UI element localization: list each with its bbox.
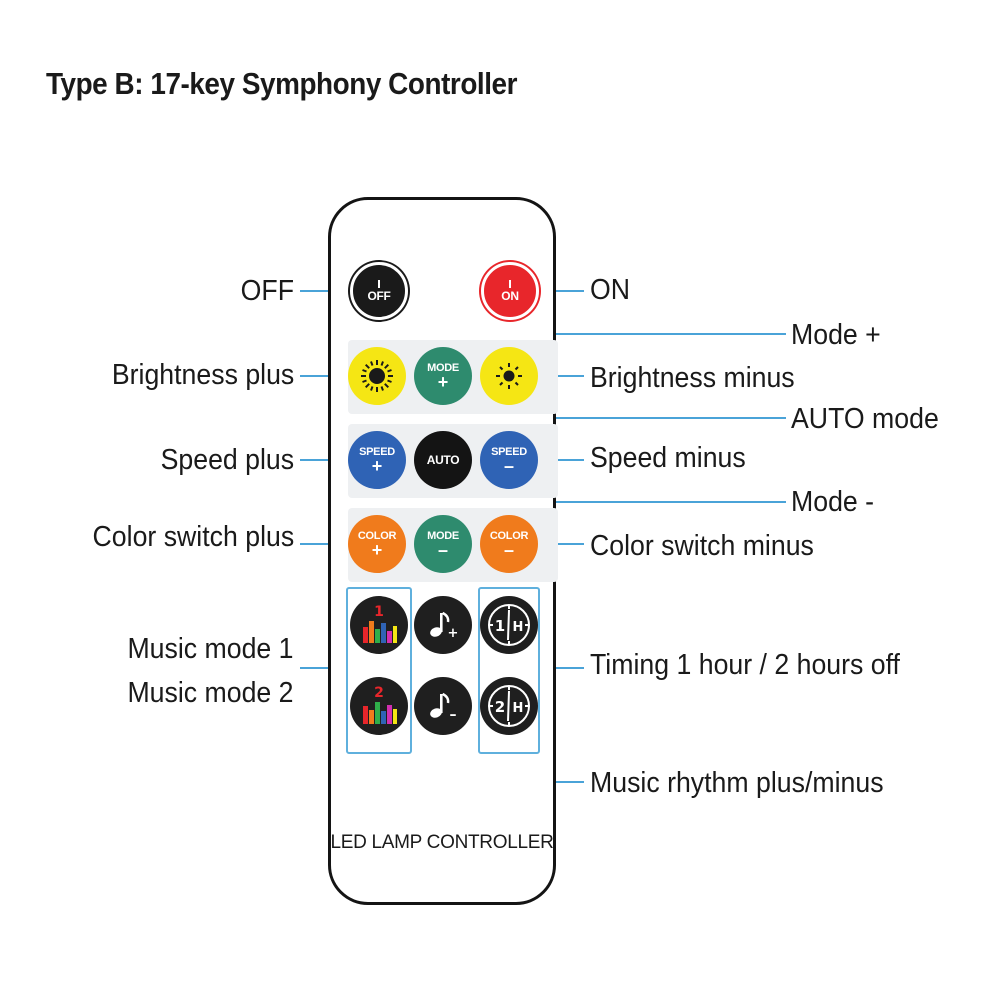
color-plus-sign: + [371,540,383,560]
timer1-number: 1 [495,617,505,635]
on-button[interactable]: ON [481,262,539,320]
speed-minus-button[interactable]: SPEED – [480,431,538,489]
timer1-h: H [513,620,524,635]
music1-number: 1 [374,604,384,620]
label-color-switch-minus: Color switch minus [590,530,814,562]
page-title: Type B: 17-key Symphony Controller [46,66,517,101]
mode-minus-sign: – [437,540,448,560]
label-music-mode-1: Music mode 1 [127,633,294,665]
auto-button[interactable]: AUTO [414,431,472,489]
on-button-label: ON [501,289,519,303]
sun-icon [361,360,393,392]
brightness-plus-button[interactable] [348,347,406,405]
music-mode-group [346,587,412,754]
music-note-icon: – [430,692,457,723]
label-speed-minus: Speed minus [590,442,746,474]
color-minus-sign: – [503,540,514,560]
auto-button-label: AUTO [426,453,460,467]
color-plus-button[interactable]: COLOR + [348,515,406,573]
off-button-label: OFF [367,289,391,303]
timer-2-hours-button[interactable]: 2 H [480,677,538,735]
rhythm-minus-sign: – [450,707,457,723]
speed-plus-top: SPEED [359,446,395,458]
color-minus-top: COLOR [489,530,529,542]
speed-plus-sign: + [371,456,383,476]
speed-minus-sign: – [503,456,514,476]
label-mode-minus: Mode - [791,486,875,518]
label-brightness-minus: Brightness minus [590,362,795,394]
remote-footer-label: LED LAMP CONTROLLER [330,832,554,853]
color-minus-button[interactable]: COLOR – [480,515,538,573]
mode-plus-top: MODE [427,362,459,374]
label-on: ON [590,274,631,306]
mode-minus-top: MODE [427,530,459,542]
label-timing: Timing 1 hour / 2 hours off [590,649,900,681]
mode-minus-button[interactable]: MODE – [414,515,472,573]
speed-minus-top: SPEED [491,446,527,458]
mode-plus-button[interactable]: MODE + [414,347,472,405]
music-note-icon: + [430,611,459,641]
mode-plus-sign: + [437,372,449,392]
label-speed-plus: Speed plus [160,444,294,476]
clock-icon: 1 H [488,604,530,646]
music-rhythm-plus-button[interactable]: + [414,596,472,654]
off-button[interactable]: OFF [350,262,408,320]
equalizer-icon: 1 [363,604,397,643]
label-mode-plus: Mode + [791,319,881,351]
label-music-mode-2: Music mode 2 [127,677,294,709]
color-plus-top: COLOR [357,530,397,542]
music-mode-1-button[interactable]: 1 [350,596,408,654]
clock-icon: 2 H [488,685,530,727]
sun-icon [496,363,522,389]
music2-number: 2 [374,685,384,701]
power-icon [378,280,380,288]
brightness-minus-button[interactable] [480,347,538,405]
timer-1-hour-button[interactable]: 1 H [480,596,538,654]
music-rhythm-minus-button[interactable]: – [414,677,472,735]
timer2-h: H [513,701,524,716]
label-brightness-plus: Brightness plus [111,359,294,391]
label-auto-mode: AUTO mode [791,403,939,435]
label-off: OFF [240,275,294,307]
timer2-number: 2 [495,698,505,716]
rhythm-plus-sign: + [448,626,459,641]
speed-plus-button[interactable]: SPEED + [348,431,406,489]
music-mode-2-button[interactable]: 2 [350,677,408,735]
power-icon [509,280,511,288]
equalizer-icon: 2 [363,685,397,724]
timing-group [478,587,540,754]
label-music-rhythm: Music rhythm plus/minus [590,767,884,799]
label-color-switch-plus: Color switch plus [92,521,294,553]
